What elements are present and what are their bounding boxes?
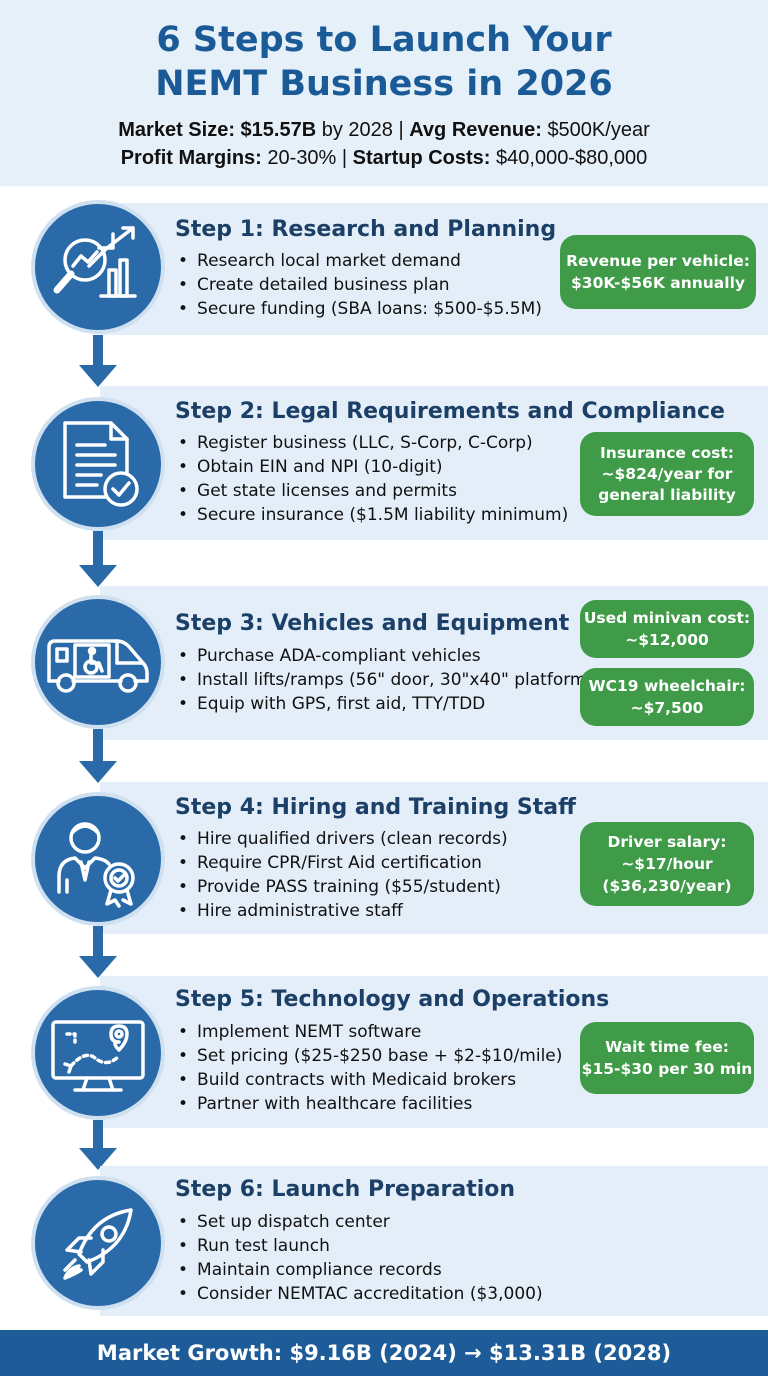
avg-revenue-value: $500K/year (547, 119, 650, 141)
step-4-title: Step 4: Hiring and Training Staff (175, 795, 576, 820)
badge-line: Used minivan cost: (583, 609, 751, 627)
step-4-bullets: Hire qualified drivers (clean records) R… (178, 827, 508, 923)
list-item: Create detailed business plan (178, 273, 542, 297)
page-title: 6 Steps to Launch Your NEMT Business in … (0, 18, 768, 106)
arrow-down-icon (79, 729, 117, 783)
list-item: Build contracts with Medicaid brokers (178, 1068, 562, 1092)
header: 6 Steps to Launch Your NEMT Business in … (0, 0, 768, 186)
list-item: Require CPR/First Aid certification (178, 851, 508, 875)
list-item: Set pricing ($25-$250 base + $2-$10/mile… (178, 1044, 562, 1068)
badge-line: $15-$30 per 30 min (581, 1060, 753, 1078)
step-4-badge: Driver salary: ~$17/hour ($36,230/year) (580, 822, 754, 906)
list-item: Hire qualified drivers (clean records) (178, 827, 508, 851)
arrow-down-icon (79, 531, 117, 587)
step-2-bullets: Register business (LLC, S-Corp, C-Corp) … (178, 431, 568, 527)
profit-margin-value: 20-30% | (267, 147, 348, 169)
step-4-icon-circle (31, 792, 165, 926)
arrow-down-icon (79, 1120, 117, 1170)
list-item: Equip with GPS, first aid, TTY/TDD (178, 692, 587, 716)
profit-margin-label: Profit Margins: (120, 147, 262, 169)
step-6-title: Step 6: Launch Preparation (175, 1177, 516, 1202)
step-5-title: Step 5: Technology and Operations (175, 987, 610, 1012)
list-item: Implement NEMT software (178, 1020, 562, 1044)
list-item: Obtain EIN and NPI (10-digit) (178, 455, 568, 479)
footer-market-growth: Market Growth: $9.16B (2024) → $13.31B (… (0, 1330, 768, 1376)
step-6-icon-circle (31, 1176, 165, 1310)
startup-cost-value: $40,000-$80,000 (496, 147, 648, 169)
market-size-suffix: by 2028 | (321, 119, 404, 141)
step-1-bullets: Research local market demand Create deta… (178, 249, 542, 321)
badge-line: ~$17/hour (621, 855, 713, 873)
list-item: Run test launch (178, 1234, 543, 1258)
badge-line: ($36,230/year) (602, 877, 732, 895)
list-item: Consider NEMTAC accreditation ($3,000) (178, 1282, 543, 1306)
list-item: Set up dispatch center (178, 1210, 543, 1234)
badge-line: Driver salary: (607, 833, 727, 851)
badge-line: Insurance cost: (600, 443, 734, 462)
arrow-down-icon (79, 335, 117, 387)
step-3-badge-minivan: Used minivan cost: ~$12,000 (580, 600, 754, 658)
badge-line: ~$7,500 (630, 699, 704, 717)
badge-line: $30K-$56K annually (571, 274, 745, 292)
badge-line: Revenue per vehicle: (566, 252, 750, 270)
list-item: Purchase ADA-compliant vehicles (178, 644, 587, 668)
badge-line: ~$824/year for (601, 464, 733, 483)
magnifier-chart-icon (53, 226, 137, 298)
title-line-1: 6 Steps to Launch Your (156, 20, 612, 60)
step-2-title: Step 2: Legal Requirements and Complianc… (175, 399, 725, 424)
staff-certified-icon (57, 822, 135, 908)
list-item: Secure insurance ($1.5M liability minimu… (178, 503, 568, 527)
badge-line: WC19 wheelchair: (588, 677, 746, 695)
step-2-icon-circle (31, 397, 165, 531)
arrow-down-icon (79, 926, 117, 978)
list-item: Research local market demand (178, 249, 542, 273)
document-check-icon (63, 421, 139, 507)
step-2-badge: Insurance cost: ~$824/year for general l… (580, 432, 754, 516)
step-1-badge: Revenue per vehicle: $30K-$56K annually (560, 235, 756, 309)
list-item: Register business (LLC, S-Corp, C-Corp) (178, 431, 568, 455)
list-item: Secure funding (SBA loans: $500-$5.5M) (178, 297, 542, 321)
rocket-icon (63, 1208, 133, 1280)
list-item: Get state licenses and permits (178, 479, 568, 503)
step-3-icon-circle (31, 595, 165, 729)
list-item: Hire administrative staff (178, 899, 508, 923)
step-6-bullets: Set up dispatch center Run test launch M… (178, 1210, 543, 1306)
badge-line: general liability (598, 485, 736, 504)
monitor-route-icon (51, 1020, 145, 1092)
list-item: Partner with healthcare facilities (178, 1092, 562, 1116)
title-line-2: NEMT Business in 2026 (155, 64, 613, 104)
step-5-bullets: Implement NEMT software Set pricing ($25… (178, 1020, 562, 1116)
list-item: Install lifts/ramps (56" door, 30"x40" p… (178, 668, 586, 692)
startup-cost-label: Startup Costs: (352, 147, 491, 169)
market-size-value: $15.57B (240, 119, 317, 141)
step-5-badge: Wait time fee: $15-$30 per 30 min (580, 1022, 754, 1094)
step-1-title: Step 1: Research and Planning (175, 217, 557, 242)
stats-line-1: Market Size: $15.57B by 2028 | Avg Reven… (0, 117, 768, 143)
wheelchair-van-icon (47, 639, 149, 693)
step-3-title: Step 3: Vehicles and Equipment (175, 611, 570, 636)
badge-line: Wait time fee: (605, 1038, 729, 1056)
step-3-bullets: Purchase ADA-compliant vehicles Install … (178, 644, 587, 716)
step-5-icon-circle (31, 986, 165, 1120)
market-size-label: Market Size: (118, 119, 235, 141)
avg-revenue-label: Avg Revenue: (409, 119, 542, 141)
badge-line: ~$12,000 (625, 631, 709, 649)
list-item: Maintain compliance records (178, 1258, 543, 1282)
stats-line-2: Profit Margins: 20-30% | Startup Costs: … (0, 145, 768, 171)
step-1-icon-circle (31, 200, 165, 334)
step-3-badge-wheelchair: WC19 wheelchair: ~$7,500 (580, 668, 754, 726)
list-item: Provide PASS training ($55/student) (178, 875, 508, 899)
